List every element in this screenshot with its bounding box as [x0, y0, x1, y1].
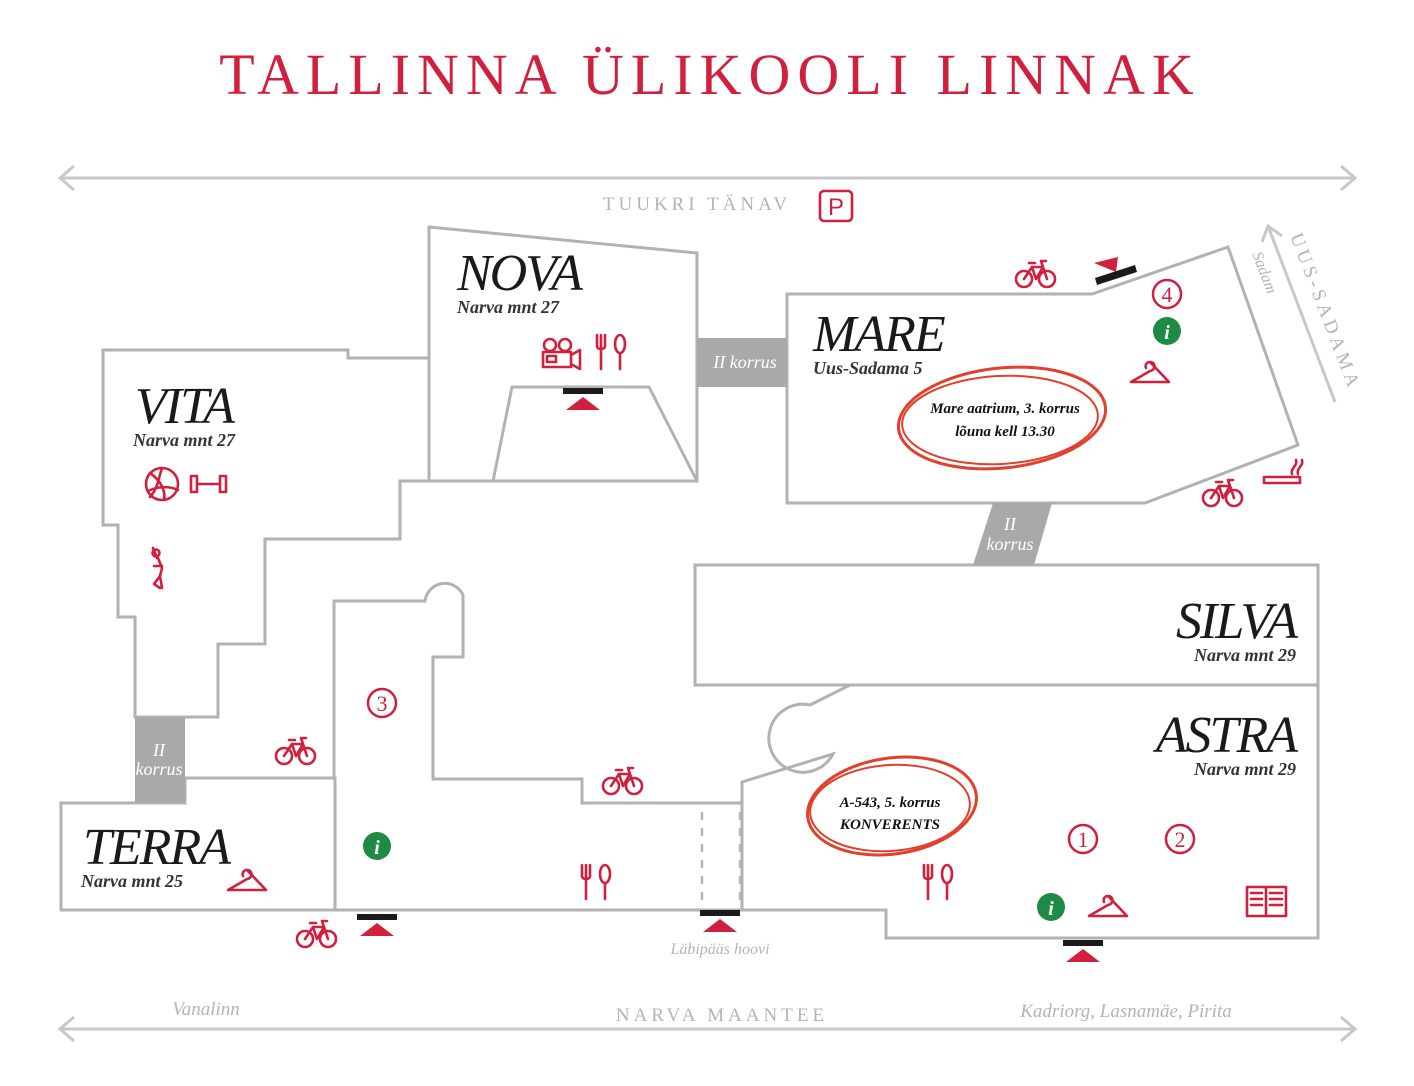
- info-label: i: [1048, 898, 1054, 920]
- cinema-camera-icon: [541, 337, 582, 371]
- bridge-mare-silva-line2: korrus: [986, 534, 1033, 554]
- mare-annotation-line1: Mare aatrium, 3. korrus: [929, 401, 1080, 417]
- parking-label: P: [828, 194, 844, 221]
- street-uus-sadama: UUS-SADAMA: [1285, 230, 1364, 393]
- entrance-icon: [700, 910, 740, 932]
- building-mare-shape: [785, 245, 1300, 505]
- right-street-arrow: [1260, 223, 1337, 403]
- top-street-arrow: [57, 164, 1358, 192]
- terra-name: TERRA: [83, 819, 231, 876]
- street-narva: NARVA MAANTEE: [616, 1005, 828, 1026]
- astra-address: Narva mnt 29: [1193, 759, 1296, 779]
- bicycle-icon: [601, 766, 644, 796]
- nova-inner-court: [491, 385, 699, 482]
- smoking-icon: [1262, 458, 1304, 485]
- astra-annotation: A-543, 5. korrus KONVERENTS: [806, 755, 978, 857]
- number-4-marker: 4: [1151, 278, 1183, 310]
- number-2-label: 2: [1175, 827, 1186, 852]
- entrance-icon: [1063, 940, 1103, 962]
- building-astra-shape: [740, 683, 1320, 940]
- info-icon: i: [1037, 893, 1065, 921]
- bottom-street-arrow: [57, 1015, 1358, 1043]
- dest-vanalinn: Vanalinn: [172, 999, 240, 1020]
- info-icon: i: [1153, 317, 1181, 345]
- info-icon: i: [363, 832, 391, 860]
- bridge-mare-silva: [973, 503, 1052, 565]
- passage-label: Läbipääs hoovi: [669, 941, 769, 958]
- bicycle-icon: [295, 919, 338, 949]
- number-2-marker: 2: [1164, 823, 1196, 855]
- astra-annotation-line1: A-543, 5. korrus: [839, 795, 941, 811]
- bridge-mare-silva-line1: II: [1003, 514, 1017, 534]
- dumbbell-icon: [189, 474, 228, 494]
- bridge-vita-terra-line1: II: [152, 740, 166, 760]
- nova-name: NOVA: [456, 245, 583, 302]
- vita-address: Narva mnt 27: [132, 430, 236, 450]
- street-sadam: Sadam: [1248, 249, 1279, 296]
- number-3-label: 3: [377, 691, 388, 716]
- mare-annotation: Mare aatrium, 3. korrus lõuna kell 13.30: [896, 365, 1108, 471]
- book-icon: [1245, 885, 1288, 918]
- bridge-nova-mare-label: II korrus: [712, 352, 777, 372]
- number-1-marker: 1: [1067, 823, 1099, 855]
- street-tuukri: TUUKRI TÄNAV: [603, 194, 791, 215]
- bicycle-icon: [274, 736, 317, 766]
- mare-name: MARE: [812, 306, 945, 363]
- entrance-icon: [1094, 257, 1137, 285]
- bicycle-icon: [1201, 478, 1244, 508]
- parking-icon: P: [818, 189, 854, 223]
- volleyball-icon: [144, 466, 180, 502]
- building-courtyard-shape: [332, 581, 744, 912]
- vita-name: VITA: [135, 378, 235, 435]
- mare-address: Uus-Sadama 5: [813, 358, 923, 378]
- info-label: i: [1164, 322, 1170, 344]
- bridge-vita-terra: [135, 717, 185, 803]
- bridge-nova-mare: [697, 338, 787, 387]
- entrance-icon: [357, 914, 397, 936]
- bridge-vita-terra-line2: korrus: [135, 759, 182, 779]
- bicycle-icon: [1014, 259, 1057, 289]
- info-label: i: [374, 837, 380, 859]
- terra-address: Narva mnt 25: [80, 871, 183, 891]
- number-1-label: 1: [1078, 827, 1089, 852]
- dest-kadriorg: Kadriorg, Lasnamäe, Pirita: [1019, 1001, 1232, 1022]
- mare-annotation-line2: lõuna kell 13.30: [955, 424, 1055, 440]
- building-vita-shape: [101, 348, 431, 719]
- astra-annotation-line2: KONVERENTS: [839, 817, 940, 833]
- number-4-label: 4: [1162, 282, 1173, 307]
- silva-name: SILVA: [1176, 593, 1298, 650]
- number-3-marker: 3: [366, 687, 398, 719]
- map-title: TALLINNA ÜLIKOOLI LINNAK: [219, 42, 1201, 107]
- dancer-icon: [151, 546, 164, 590]
- silva-address: Narva mnt 29: [1193, 645, 1296, 665]
- nova-address: Narva mnt 27: [456, 297, 560, 317]
- astra-name: ASTRA: [1153, 707, 1298, 764]
